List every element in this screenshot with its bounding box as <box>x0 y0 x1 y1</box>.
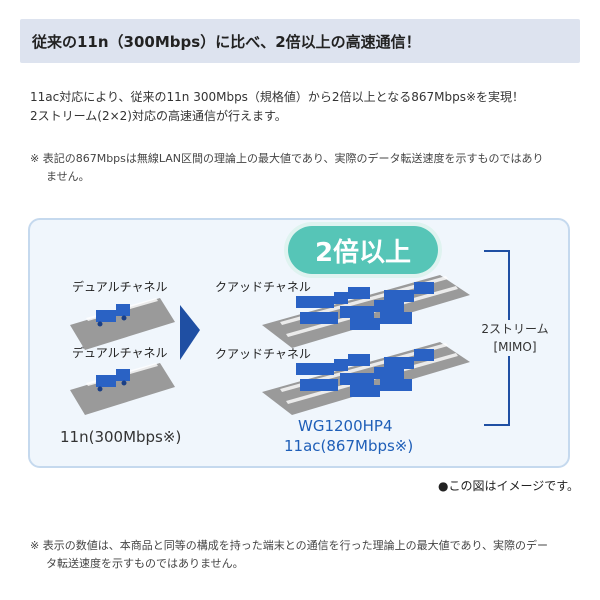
footnote-bottom-line-1: ※ 表示の数値は、本商品と同等の構成を持った端末との通信を行った理論上の最大値で… <box>30 539 549 552</box>
footnote-top: ※ 表記の867Mbpsは無線LAN区間の理論上の最大値であり、実際のデータ転送… <box>30 150 585 186</box>
dual-channel-label-bottom: デュアルチャネル <box>72 346 168 360</box>
footnote-bottom-line-2: タ転送速度を示すものではありません。 <box>46 557 244 570</box>
product-speed: 11ac(867Mbps※) <box>284 437 414 455</box>
quad-channel-label-bottom: クアッドチャネル <box>215 347 311 361</box>
intro-line-2: 2ストリーム(2×2)対応の高速通信が行えます。 <box>30 109 287 123</box>
badge-text: 2倍以上 <box>314 238 412 268</box>
mimo-line-1: 2ストリーム <box>481 322 549 336</box>
mimo-line-2: [MIMO] <box>493 340 537 354</box>
quad-channel-road-top <box>262 275 470 348</box>
section-header: 従来の11n（300Mbps）に比べ、2倍以上の高速通信！ <box>20 19 580 63</box>
image-disclaimer: ●この図はイメージです。 <box>438 479 580 493</box>
dual-channel-road-top <box>70 298 175 350</box>
dual-channel-label-top: デュアルチャネル <box>72 280 168 294</box>
intro-text: 11ac対応により、従来の11n 300Mbps（規格値）から2倍以上となる86… <box>30 88 580 126</box>
header-title: 従来の11n（300Mbps）に比べ、2倍以上の高速通信！ <box>32 33 421 51</box>
double-speed-badge: 2倍以上 <box>288 226 438 274</box>
footnote-top-line-1: ※ 表記の867Mbpsは無線LAN区間の理論上の最大値であり、実際のデータ転送… <box>30 152 544 165</box>
truck-icon <box>96 369 130 392</box>
footnote-bottom: ※ 表示の数値は、本商品と同等の構成を持った端末との通信を行った理論上の最大値で… <box>30 537 585 573</box>
quad-channel-road-bottom <box>262 342 470 415</box>
product-name: WG1200HP4 <box>298 417 393 435</box>
dual-channel-road-bottom <box>70 363 175 415</box>
legacy-speed-caption: 11n(300Mbps※) <box>60 428 182 446</box>
quad-channel-label-top: クアッドチャネル <box>215 280 311 294</box>
arrow-right-icon <box>180 305 200 360</box>
intro-line-1: 11ac対応により、従来の11n 300Mbps（規格値）から2倍以上となる86… <box>30 90 525 104</box>
mimo-label: 2ストリーム [MIMO] <box>470 320 560 356</box>
footnote-top-line-2: ません。 <box>46 170 90 183</box>
truck-icon <box>96 304 130 327</box>
